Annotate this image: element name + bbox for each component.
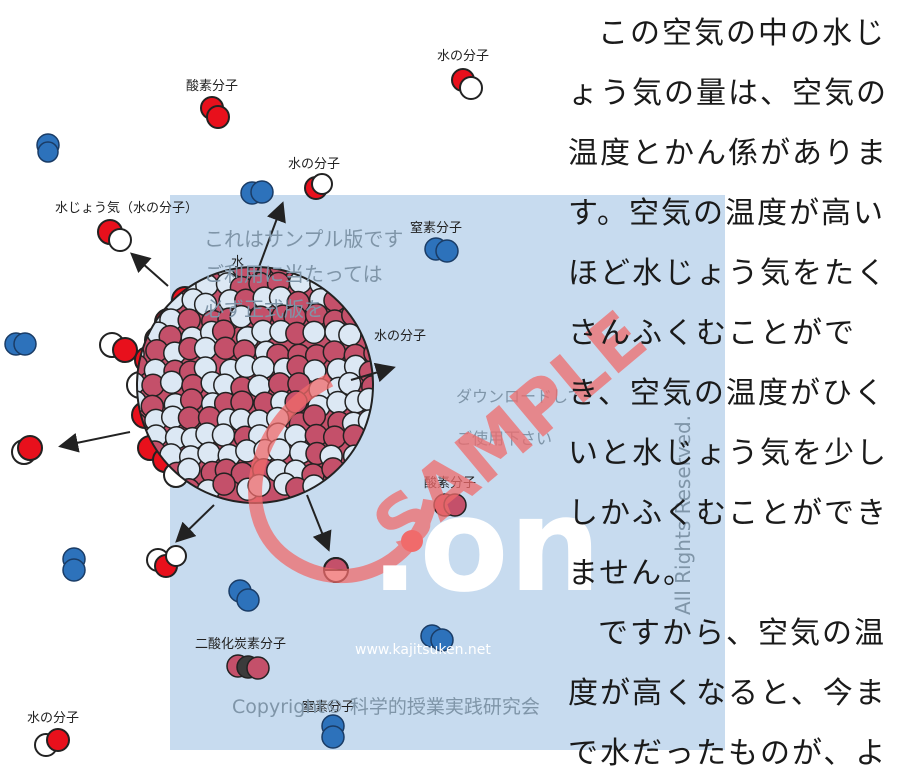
carbon-dioxide-molecule (226, 654, 270, 680)
water-molecule (304, 173, 333, 200)
label-water-mid: 水の分子 (288, 157, 340, 172)
nitrogen-molecule (424, 237, 459, 263)
watermark-line-3: 必ず正式版を (204, 297, 324, 321)
nitrogen-molecule (420, 624, 454, 652)
water-mass-molecule (322, 425, 347, 449)
paragraph-1: この空気の中の水じょう気の量は、空気の温度とかん係があります。空気の温度が高いほ… (568, 16, 888, 591)
water-mass-molecule (177, 406, 202, 430)
label-water-small: 水 (231, 255, 244, 270)
water-molecule (451, 68, 483, 100)
water-mass-molecule (197, 441, 221, 466)
label-oxygen-right: 酸素分子 (424, 476, 476, 491)
nitrogen-molecule (321, 714, 345, 749)
watermark-rights: All Rights Reserved. (671, 415, 695, 615)
water-molecule (97, 219, 132, 252)
label-water-bottom: 水の分子 (27, 711, 79, 726)
water-mass-molecule (302, 320, 326, 345)
oxygen-molecule (200, 96, 230, 129)
water-molecule (11, 435, 43, 465)
watermark-download-1: ダウンロードして (456, 387, 584, 406)
body-text: この空気の中の水じょう気の量は、空気の温度とかん係があります。空気の温度が高いほ… (568, 4, 898, 784)
nitrogen-molecule (62, 547, 86, 582)
label-water-right: 水の分子 (374, 329, 426, 344)
water-mass-molecule (159, 370, 184, 394)
label-co2: 二酸化炭素分子 (195, 637, 286, 652)
brand-logo: .on (370, 469, 601, 621)
water-mass-molecule (211, 423, 236, 447)
label-water-top: 水の分子 (437, 49, 489, 64)
water-mass-molecule (212, 472, 236, 496)
label-nitrogen-mid: 窒素分子 (410, 220, 462, 236)
water-molecule (146, 545, 187, 578)
evaporation-arrows (58, 201, 396, 552)
nitrogen-molecule (240, 180, 274, 205)
watermark-line-2: ご利用に当たっては (204, 262, 383, 286)
watermark-download-2: ご使用下さい (456, 429, 552, 448)
watermark-site: www.kajitsuken.net (355, 642, 491, 658)
nitrogen-molecule (4, 332, 37, 356)
water-mass-molecule (302, 404, 327, 428)
nitrogen-molecule (228, 579, 260, 612)
paragraph-2: ですから、空気の温度が高くなると、今まで水だったものが、よ (568, 616, 888, 771)
label-oxygen-top: 酸素分子 (186, 79, 238, 94)
oxygen-molecule (433, 493, 467, 517)
nitrogen-molecule (36, 133, 60, 163)
watermark-copyright: Copyright© 科学的授業実践研究会 (232, 696, 540, 718)
water-mass (137, 267, 373, 503)
label-vapor: 水じょう気（水の分子） (55, 200, 198, 216)
water-molecule (34, 728, 70, 757)
brand-dot (401, 530, 423, 552)
watermark-line-1: これはサンプル版です (204, 227, 403, 251)
label-nitrogen-bottom: 窒素分子 (302, 699, 354, 715)
